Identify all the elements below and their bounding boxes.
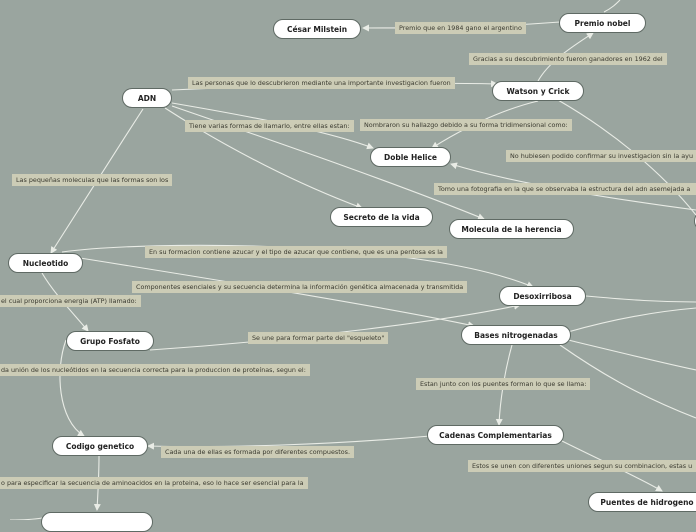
label-union-nucleotidos: da unión de los nucleótidos en la secuen… [0,364,310,376]
node-cesar-milstein[interactable]: César Milstein [273,19,361,39]
node-codigo-genetico[interactable]: Codigo genetico [52,436,148,456]
node-adn[interactable]: ADN [122,88,172,108]
label-componentes: Componentes esenciales y su secuencia de… [132,281,468,293]
label-especificar: o para especificar la secuencia de amino… [0,477,308,489]
node-puentes-hidrogeno[interactable]: Puentes de hidrogeno [588,492,696,512]
label-tiene-varias: Tiene varias formas de llamarlo, entre e… [185,120,354,132]
label-premio-1984: Premio que en 1984 gano el argentino [395,22,526,34]
node-premio-nobel[interactable]: Premio nobel [559,13,646,33]
label-tomo-foto: Tomo una fotografia en la que se observa… [434,183,696,195]
edge-premio-offpage [603,0,621,13]
label-pequenas: Las pequeñas moleculas que las formas so… [12,174,173,186]
label-las-personas: Las personas que lo descubrieron mediant… [188,77,455,89]
edge-bases-offpage-2 [567,339,696,371]
node-bases-nitrogenadas[interactable]: Bases nitrogenadas [461,325,571,345]
node-nucleotido[interactable]: Nucleotido [8,253,83,273]
node-cadenas-complementarias[interactable]: Cadenas Complementarias [427,425,564,445]
node-molecula-herencia[interactable]: Molecula de la herencia [449,219,574,239]
label-se-unen: Estos se unen con diferentes uniones seg… [468,460,696,472]
node-secreto-vida[interactable]: Secreto de la vida [330,207,433,227]
label-nombraron: Nombraron su hallazgo debido a su forma … [360,119,572,131]
node-grupo-fosfato[interactable]: Grupo Fosfato [66,331,154,351]
edge-bases-offpage-1 [567,307,696,333]
label-cada-una: Cada una de ellas es formada por diferen… [161,446,355,458]
node-desoxirribosa[interactable]: Desoxirribosa [499,286,586,306]
label-formacion: En su formacion contiene azucar y el tip… [145,246,447,258]
label-no-hubiesen: No hubiesen podido confirmar su investig… [506,150,696,162]
edge-fosfato-desoxirribosa [149,302,521,351]
edge-cadenas-codigo [147,435,431,450]
edge-desoxirribosa-offpage [585,295,696,303]
edge-bases-offpage-3 [559,344,696,419]
node-doble-helice[interactable]: Doble Helice [370,147,451,167]
node-offpage-bottom[interactable] [41,512,153,532]
edge-fosfato-codigo [59,339,85,437]
node-watson-crick[interactable]: Watson y Crick [492,81,584,101]
label-gracias-1962: Gracias a su descubrimiento fueron ganad… [469,53,667,65]
label-esqueleto: Se une para formar parte del "esqueleto" [248,332,389,344]
label-junto-puentes: Estan junto con los puentes forman lo qu… [416,378,591,390]
label-atp: el cual proporciona energia (ATP) llamad… [0,295,141,307]
